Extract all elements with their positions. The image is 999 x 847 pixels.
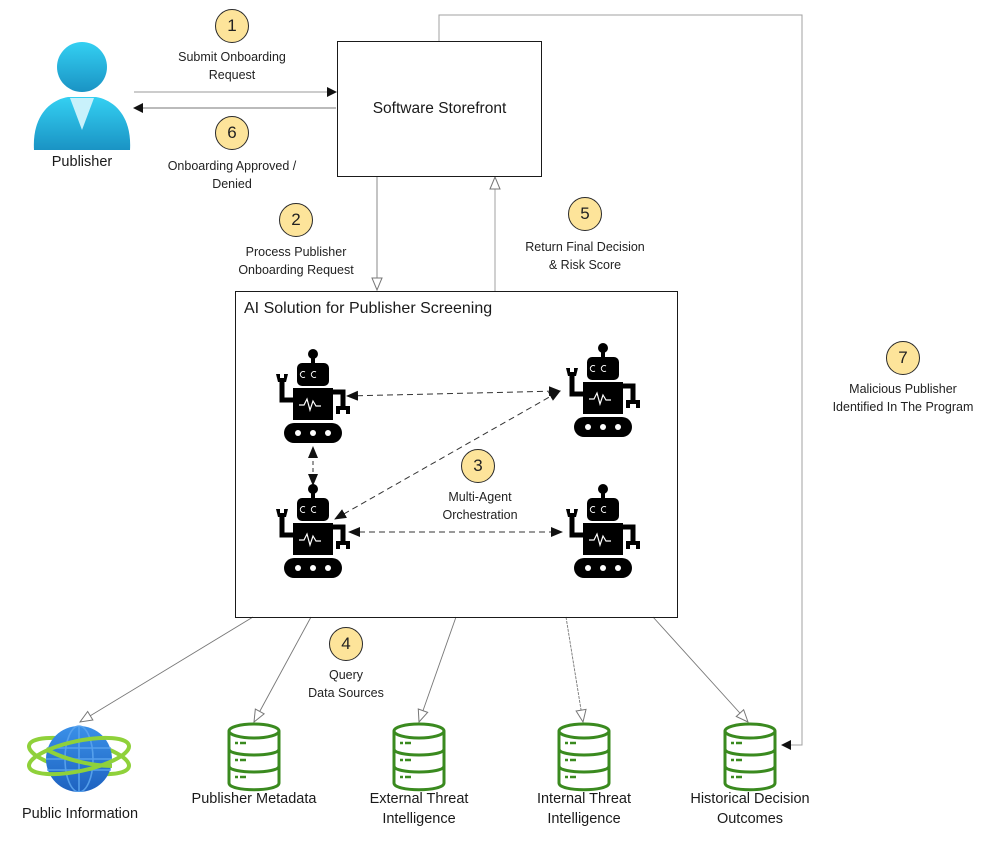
arrow-query-internal-threat (565, 616, 583, 722)
arrow-query-publisher-metadata (254, 616, 312, 722)
step-label-6-line-2: Denied (212, 177, 252, 191)
data-source-label-publisher-metadata: Publisher Metadata (174, 789, 334, 809)
database-icon (226, 722, 282, 792)
database-icon (556, 722, 612, 792)
software-storefront-box: Software Storefront (337, 41, 542, 177)
software-storefront-title: Software Storefront (372, 100, 507, 117)
step-label-1-line-1: Submit Onboarding (178, 50, 286, 64)
step-label-1-line-2: Request (208, 68, 256, 82)
step-badge-1: 1 (215, 9, 249, 43)
arrow-query-external-threat (419, 616, 457, 722)
arrow-malicious-feedback (438, 14, 803, 750)
label-line: Outcomes (716, 811, 784, 827)
label-line: External Threat (369, 791, 469, 807)
step-badge-3: 3 (461, 449, 495, 483)
database-icon (391, 722, 447, 792)
ai-solution-title: AI Solution for Publisher Screening (244, 300, 493, 317)
step-label-2-line-1: Process Publisher (245, 245, 347, 259)
step-label-5-line-1: Return Final Decision (525, 240, 645, 254)
label-line: Internal Threat (536, 791, 632, 807)
robot-icon (274, 483, 354, 583)
label-line: Intelligence (547, 811, 621, 827)
step-label-4: Query Data Sources (286, 666, 406, 702)
publisher-label: Publisher (51, 154, 113, 170)
person-icon (33, 42, 131, 150)
data-source-label-public-information: Public Information (0, 804, 160, 824)
step-label-6-line-1: Onboarding Approved / (167, 159, 297, 173)
arrow-query-historical (652, 616, 748, 722)
data-source-label-internal-threat: Internal Threat Intelligence (504, 789, 664, 829)
step-badge-6: 6 (215, 116, 249, 150)
step-label-3-line-2: Orchestration (442, 508, 518, 522)
step-label-4-line-2: Data Sources (308, 686, 384, 700)
step-label-2-line-2: Onboarding Request (238, 263, 354, 277)
robot-icon (274, 348, 354, 448)
label-line: Intelligence (382, 811, 456, 827)
step-label-7-line-2: Identified In The Program (832, 400, 974, 414)
step-badge-4: 4 (329, 627, 363, 661)
label-line: Historical Decision (690, 791, 810, 807)
step-label-5: Return Final Decision & Risk Score (505, 238, 665, 274)
step-label-3: Multi-Agent Orchestration (420, 488, 540, 524)
step-label-2: Process Publisher Onboarding Request (226, 243, 366, 279)
data-source-label-historical-decisions: Historical Decision Outcomes (670, 789, 830, 829)
data-source-label-external-threat: External Threat Intelligence (339, 789, 499, 829)
label-line: Publisher Metadata (191, 791, 317, 807)
robot-icon (564, 342, 644, 442)
step-label-3-line-1: Multi-Agent (448, 490, 512, 504)
step-label-4-line-1: Query (328, 668, 364, 682)
step-badge-7: 7 (886, 341, 920, 375)
step-label-1: Submit Onboarding Request (162, 48, 302, 84)
step-label-5-line-2: & Risk Score (548, 258, 622, 272)
step-badge-5: 5 (568, 197, 602, 231)
step-label-7: Malicious Publisher Identified In The Pr… (818, 380, 988, 416)
publisher-actor (28, 38, 136, 153)
ai-solution-box: AI Solution for Publisher Screening (235, 291, 678, 618)
arrow-query-public-info (80, 616, 254, 722)
globe-icon (27, 725, 131, 793)
step-label-7-line-1: Malicious Publisher (849, 382, 957, 396)
step-badge-2: 2 (279, 203, 313, 237)
database-icon (722, 722, 778, 792)
data-source-public-information (24, 722, 134, 793)
step-label-6: Onboarding Approved / Denied (152, 157, 312, 193)
label-line: Public Information (21, 806, 139, 822)
robot-icon (564, 483, 644, 583)
agent-link-diagonal (334, 390, 561, 520)
